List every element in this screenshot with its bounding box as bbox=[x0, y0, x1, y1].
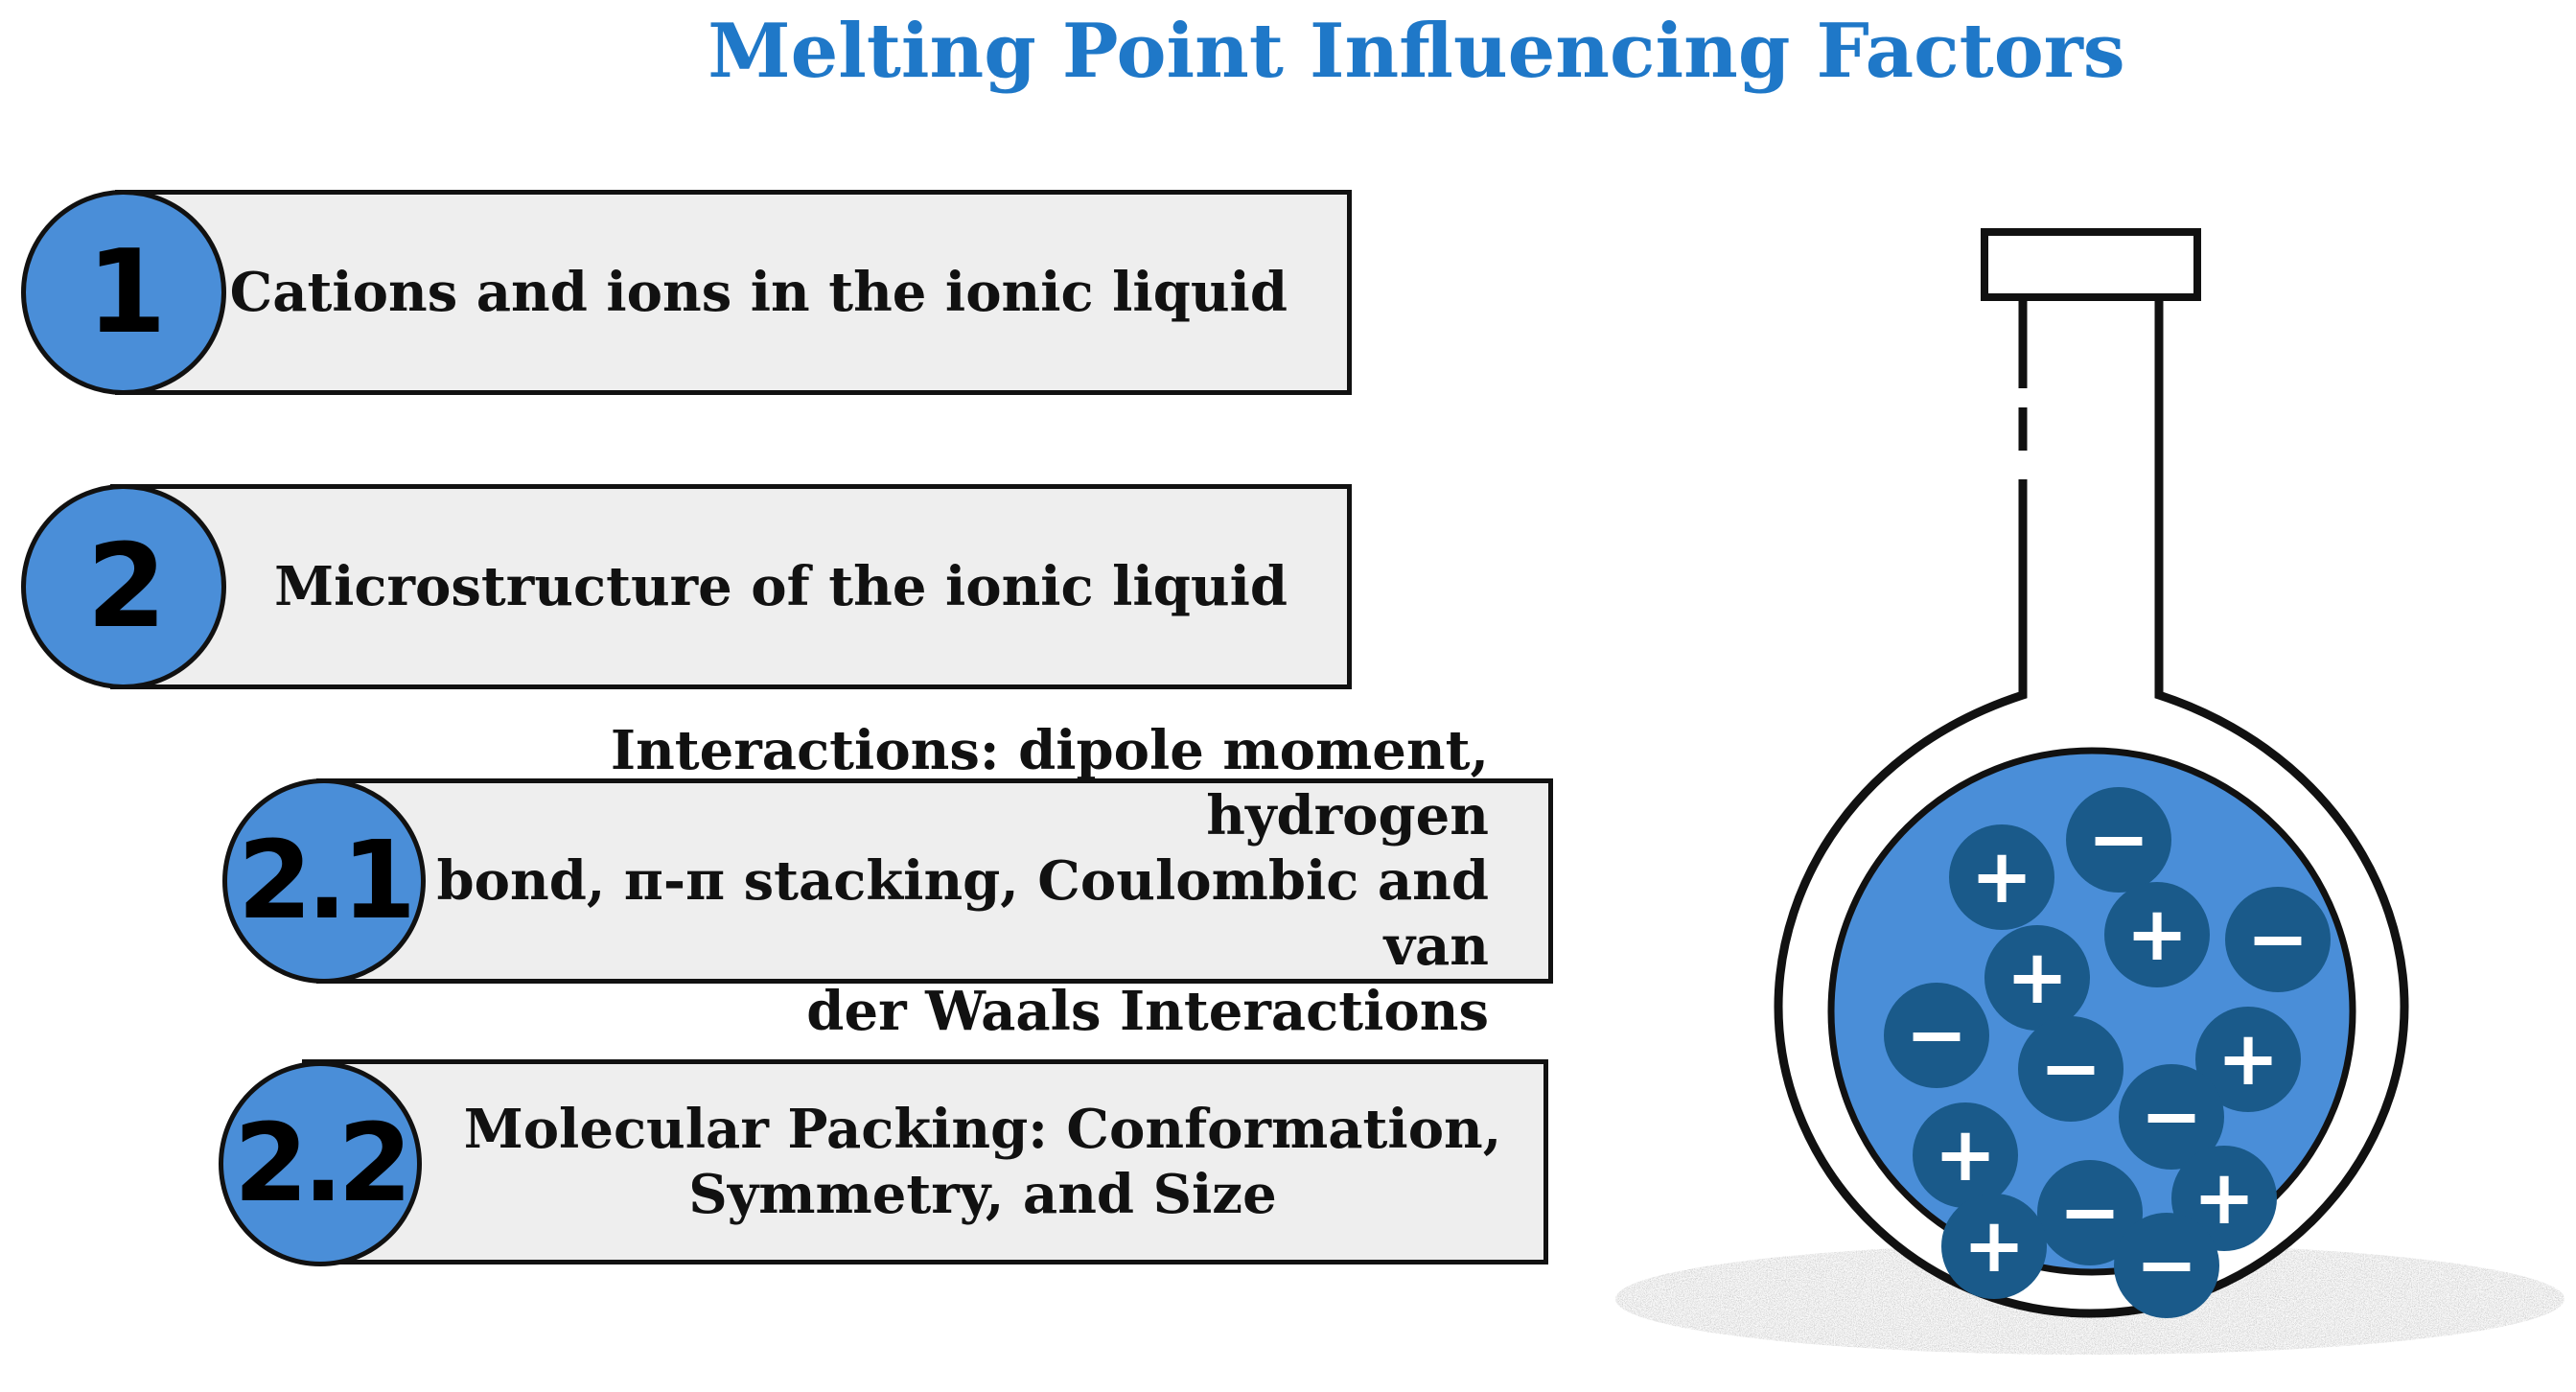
cation-icon bbox=[2195, 1007, 2301, 1112]
ion-charge-label: + bbox=[1970, 834, 2032, 920]
factor-number-badge-2: 2 bbox=[21, 484, 226, 689]
factor-number-badge-2-2: 2.2 bbox=[219, 1061, 422, 1266]
factor-bar-2: Microstructure of the ionic liquid bbox=[110, 484, 1352, 689]
factor-bar-2-1: Interactions: dipole moment, hydrogen bo… bbox=[316, 719, 1553, 1043]
factor-number-1: 1 bbox=[86, 225, 166, 360]
cation-icon bbox=[1984, 925, 2090, 1031]
flask-stopper bbox=[1981, 228, 2201, 301]
factor-text-2-1-line-1: Interactions: dipole moment, hydrogen bbox=[610, 719, 1489, 847]
factor-number-2-1: 2.1 bbox=[237, 819, 416, 943]
factor-number-badge-1: 1 bbox=[21, 190, 226, 395]
factor-text-2-2-line-1: Molecular Packing: Conformation, bbox=[463, 1098, 1502, 1161]
cation-icon bbox=[1913, 1102, 2018, 1208]
ion-charge-label: − bbox=[2246, 896, 2309, 983]
factor-bar-2-2: Molecular Packing: Conformation, Symmetr… bbox=[302, 1059, 1548, 1264]
cation-icon bbox=[2104, 882, 2210, 987]
factor-text-2-1-line-3: der Waals Interactions bbox=[806, 980, 1489, 1043]
cation-icon bbox=[1941, 1194, 2047, 1299]
factor-text-1: Cations and ions in the ionic liquid bbox=[229, 261, 1288, 324]
factor-bar-1: Cations and ions in the ionic liquid bbox=[115, 190, 1352, 395]
factor-number-2: 2 bbox=[86, 520, 166, 654]
ion-charge-label: − bbox=[2087, 797, 2149, 883]
anion-icon bbox=[2037, 1160, 2143, 1265]
ion-charge-label: + bbox=[2193, 1155, 2255, 1241]
factor-text-2-2-line-2: Symmetry, and Size bbox=[688, 1163, 1277, 1226]
factor-text-2-1-line-2: bond, π-π stacking, Coulombic and van bbox=[436, 849, 1490, 978]
anion-icon bbox=[2114, 1213, 2219, 1318]
anion-icon bbox=[2225, 887, 2331, 992]
ion-charge-label: + bbox=[1934, 1112, 1996, 1198]
factor-number-badge-2-1: 2.1 bbox=[222, 778, 426, 984]
ion-group: +−+−+−+−+−+−+− bbox=[1884, 787, 2331, 1318]
ion-charge-label: − bbox=[2140, 1074, 2202, 1160]
round-bottom-flask-icon: +−+−+−+−+−+−+− bbox=[1615, 228, 2564, 1355]
ion-charge-label: + bbox=[2006, 935, 2068, 1021]
ion-charge-label: + bbox=[2125, 892, 2188, 978]
ion-charge-label: + bbox=[2216, 1016, 2279, 1102]
ion-charge-label: − bbox=[2058, 1170, 2121, 1256]
ion-charge-label: − bbox=[2135, 1222, 2197, 1309]
anion-icon bbox=[2066, 787, 2171, 893]
page-title: Melting Point Influencing Factors bbox=[708, 8, 2125, 95]
ion-charge-label: − bbox=[1905, 992, 1967, 1079]
ion-charge-label: + bbox=[1962, 1203, 2025, 1289]
anion-icon bbox=[1884, 983, 1989, 1088]
factor-number-2-2: 2.2 bbox=[233, 1102, 412, 1226]
anion-icon bbox=[2018, 1016, 2123, 1122]
anion-icon bbox=[2119, 1064, 2224, 1170]
cation-icon bbox=[1949, 824, 2054, 930]
factor-text-2: Microstructure of the ionic liquid bbox=[274, 555, 1288, 618]
ion-charge-label: − bbox=[2039, 1026, 2101, 1112]
